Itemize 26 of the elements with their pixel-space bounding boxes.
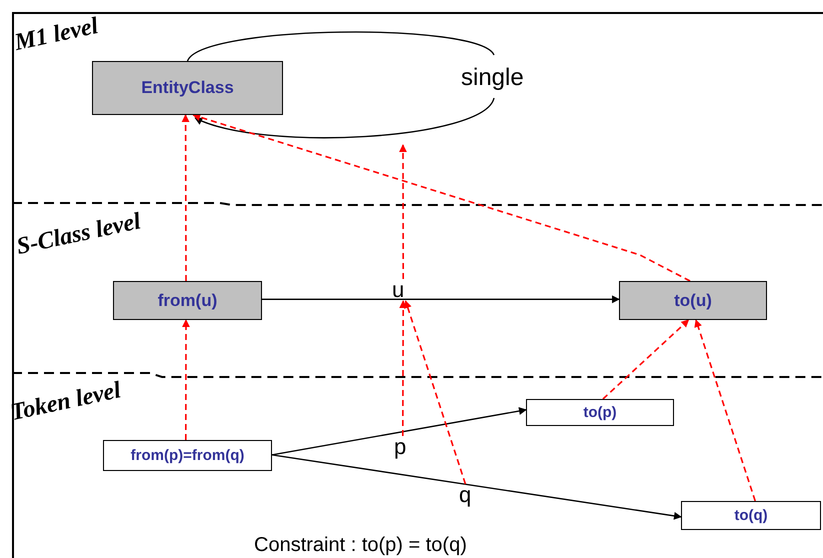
edge-name-text: p xyxy=(394,436,406,458)
level-label: M1 level xyxy=(12,13,101,57)
class-box: to(u) xyxy=(619,281,767,320)
arrow xyxy=(272,407,527,456)
dashed-arrow xyxy=(192,113,690,282)
dashed-arrow xyxy=(404,300,466,484)
edge-name-text: q xyxy=(459,484,472,506)
dashed-arrow xyxy=(182,114,190,281)
edge-label: single xyxy=(461,66,524,90)
arrow xyxy=(272,454,682,520)
dashed-arrow xyxy=(399,144,407,279)
dashed-arrow xyxy=(602,319,690,400)
class-box: from(u) xyxy=(113,281,262,320)
level-label: Token level xyxy=(8,377,124,427)
token-box: to(p) xyxy=(526,399,674,426)
dashed-arrow xyxy=(399,300,408,436)
constraint-note: Constraint : to(p) = to(q) xyxy=(254,534,467,557)
token-box: to(q) xyxy=(681,501,821,530)
dashed-arrow xyxy=(694,319,756,502)
token-box: from(p)=from(q) xyxy=(103,440,272,471)
class-box: EntityClass xyxy=(92,61,283,115)
self-loop-arrow xyxy=(186,31,495,138)
arrow xyxy=(262,295,620,304)
edge-name-text: u xyxy=(392,279,404,301)
dashed-arrow xyxy=(182,319,190,440)
level-label: S-Class level xyxy=(14,208,144,261)
